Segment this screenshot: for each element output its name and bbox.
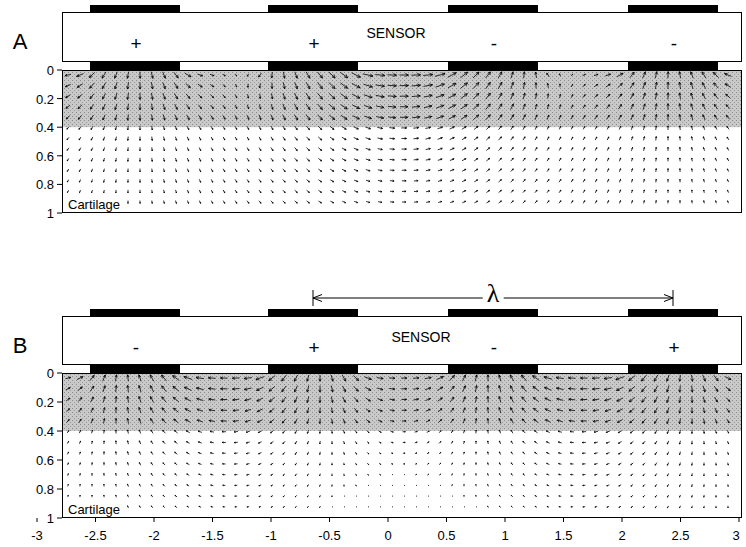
axis-tick [446,518,447,522]
axis-tick [329,518,330,522]
axis-value: -1 [265,529,277,542]
electrode-strip [90,62,180,70]
axis-tick [95,518,96,522]
axis-value: 0.4 [36,425,54,438]
electrode-strip [448,62,538,70]
axis-value: 0 [384,529,391,542]
electrode-strip [628,62,718,70]
axis-value: 0.6 [36,149,54,162]
axis-value: 0 [47,64,54,77]
axis-tick [271,518,272,522]
axis-tick [739,518,740,522]
axis-value: 2 [618,529,625,542]
axis-value: 0.2 [36,92,54,105]
axis-value: 0.8 [36,483,54,496]
axis-value: 2.5 [671,529,689,542]
dimension-arrowhead [664,295,673,302]
electrode-polarity: - [491,34,497,53]
axis-value: 0.2 [36,396,54,409]
axis-value: 0.4 [36,121,54,134]
electrode-polarity: - [671,34,677,53]
electrode-strip [268,62,358,70]
dimension-arrowhead [313,295,322,302]
electrode-strip [448,365,538,373]
axis-value: 1 [501,529,508,542]
axis-value: 1.5 [554,529,572,542]
axis-value: -0.5 [318,529,340,542]
sensor-label: SENSOR [391,330,450,344]
axis-tick [505,518,506,522]
axis-value: 3 [732,529,739,542]
sensor-body [62,316,742,365]
electrode-polarity: + [308,338,319,357]
axis-tick [680,518,681,522]
axis-tick [37,518,38,522]
region-label: Cartilage [66,503,122,516]
field-arrows [65,72,731,204]
electrode-polarity: + [308,34,319,53]
axis-tick [388,518,389,522]
axis-value: 0.6 [36,454,54,467]
axis-tick [563,518,564,522]
cartilage-region: Cartilage [62,70,742,213]
field-arrows [65,375,731,508]
axis-value: -1.5 [201,529,223,542]
axis-value: 0.8 [36,178,54,191]
axis-tick [212,518,213,522]
axis-value: 1 [47,512,54,525]
axis-tick [154,518,155,522]
electrode-polarity: - [133,338,139,357]
axis-value: -2.5 [84,529,106,542]
shaded-layer [62,373,742,431]
sensor-body [62,12,742,62]
panel-letter: A [13,31,28,53]
electrode-strip [90,365,180,373]
region-label: Cartilage [66,198,122,211]
electrode-polarity: + [668,338,679,357]
sensor-label: SENSOR [366,26,425,40]
axis-value: 0 [47,367,54,380]
axis-tick [622,518,623,522]
electrode-strip [268,365,358,373]
electrode-strip [628,365,718,373]
panel-letter: B [13,335,28,357]
sensor-bar: SENSOR + + - - [62,12,742,62]
axis-value: -2 [148,529,160,542]
electrode-polarity: + [130,34,141,53]
axis-value: -3 [31,529,43,542]
axis-value: 1 [47,207,54,220]
cartilage-region: Cartilage [62,373,742,518]
axis-value: 0.5 [437,529,455,542]
wavelength-label: λ [483,281,504,307]
sensor-bar: SENSOR - + - + [62,316,742,365]
electrode-polarity: - [491,338,497,357]
